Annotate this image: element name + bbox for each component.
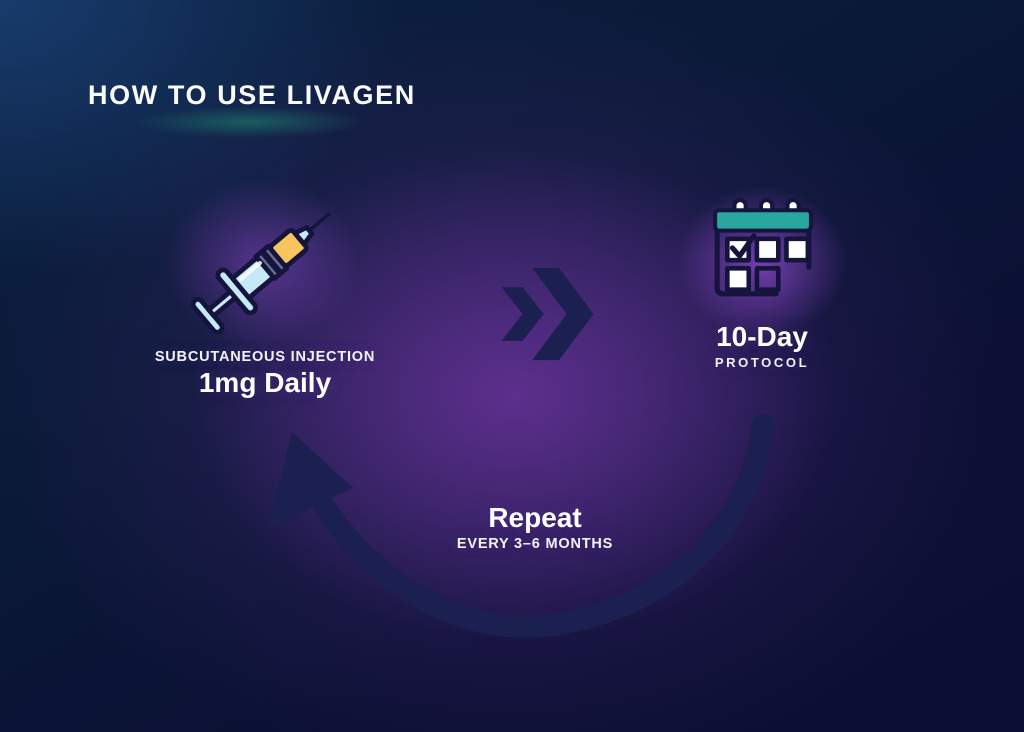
step-injection: SUBCUTANEOUS INJECTION 1mg Daily [142, 192, 388, 397]
protocol-label: PROTOCOL [714, 355, 810, 371]
step-protocol: 10-Day PROTOCOL [686, 198, 838, 370]
syringe-icon [179, 192, 351, 340]
calendar-icon [704, 198, 820, 304]
page-title: HOW TO USE LIVAGEN [88, 80, 416, 110]
curved-arrow-icon [230, 408, 790, 653]
repeat-subtitle: EVERY 3–6 MONTHS [456, 536, 614, 553]
repeat-title: Repeat [488, 502, 582, 533]
injection-dosage: 1mg Daily [198, 367, 332, 398]
repeat-block: Repeat EVERY 3–6 MONTHS [395, 502, 675, 553]
double-chevron-right-icon [496, 266, 600, 362]
protocol-duration: 10-Day [716, 321, 808, 352]
injection-label: SUBCUTANEOUS INJECTION [154, 349, 376, 365]
